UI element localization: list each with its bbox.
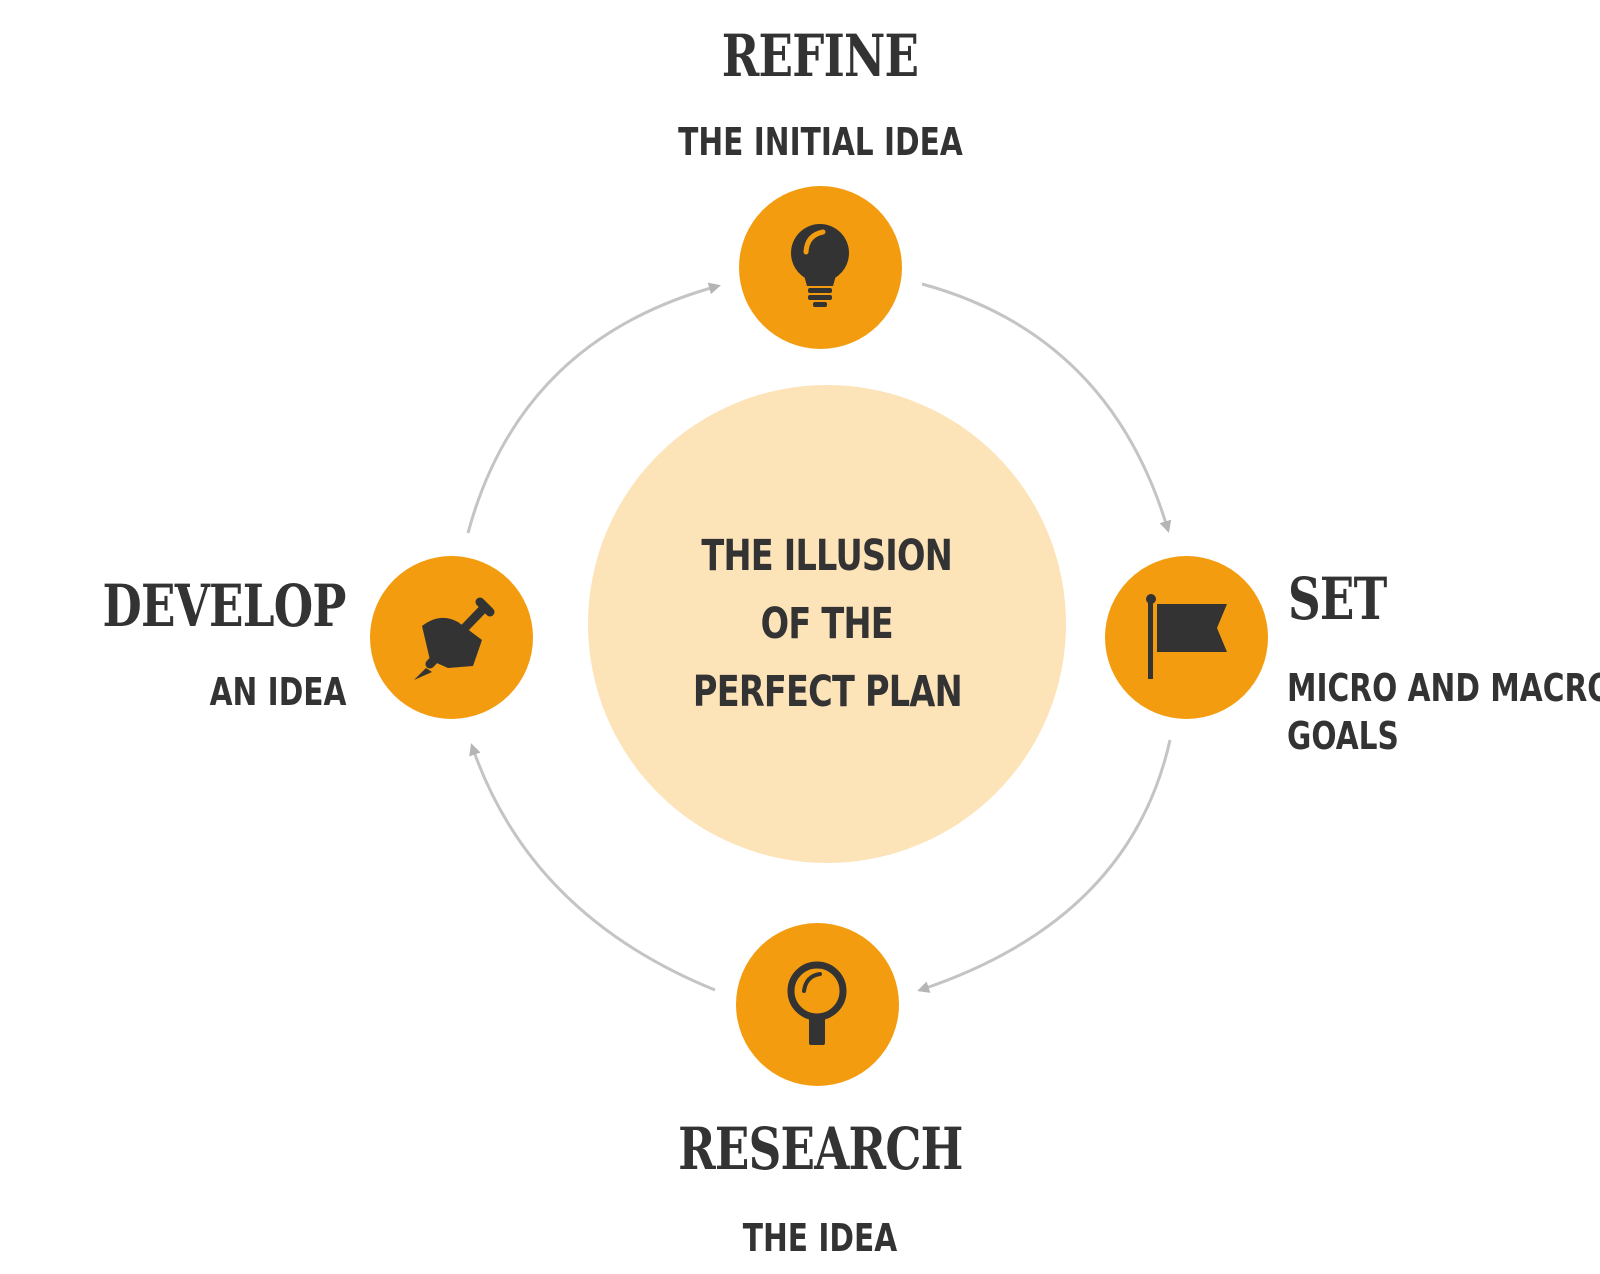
- lightbulb-icon: [791, 224, 849, 307]
- develop-node: [370, 556, 533, 719]
- research-subtitle: THE IDEA: [742, 1216, 898, 1260]
- refine-node: [739, 186, 902, 349]
- develop-subtitle: AN IDEA: [209, 670, 346, 714]
- set-title: SET: [1288, 565, 1387, 633]
- magnifier-icon: [787, 961, 847, 1045]
- center-line-2: OF THE: [760, 599, 894, 649]
- pen-hand-icon: [414, 597, 495, 680]
- center-circle: THE ILLUSION OF THE PERFECT PLAN: [588, 385, 1066, 863]
- refine-subtitle: THE INITIAL IDEA: [677, 120, 963, 164]
- center-line-1: THE ILLUSION: [701, 531, 953, 581]
- arrow-refine-to-set: [921, 282, 1172, 533]
- develop-title: DEVELOP: [102, 572, 347, 640]
- center-line-3: PERFECT PLAN: [692, 667, 963, 717]
- set-node: [1105, 556, 1268, 719]
- arrow-research-to-develop: [469, 743, 716, 992]
- research-node: [736, 923, 899, 1086]
- arrow-set-to-research: [917, 739, 1172, 993]
- research-title: RESEARCH: [677, 1115, 963, 1183]
- arrow-develop-to-refine: [466, 282, 721, 534]
- refine-title: REFINE: [721, 22, 919, 90]
- set-subtitle-line-2: GOALS: [1287, 714, 1399, 758]
- set-subtitle-line-1: MICRO AND MACRO: [1287, 666, 1600, 710]
- flag-icon: [1146, 594, 1227, 679]
